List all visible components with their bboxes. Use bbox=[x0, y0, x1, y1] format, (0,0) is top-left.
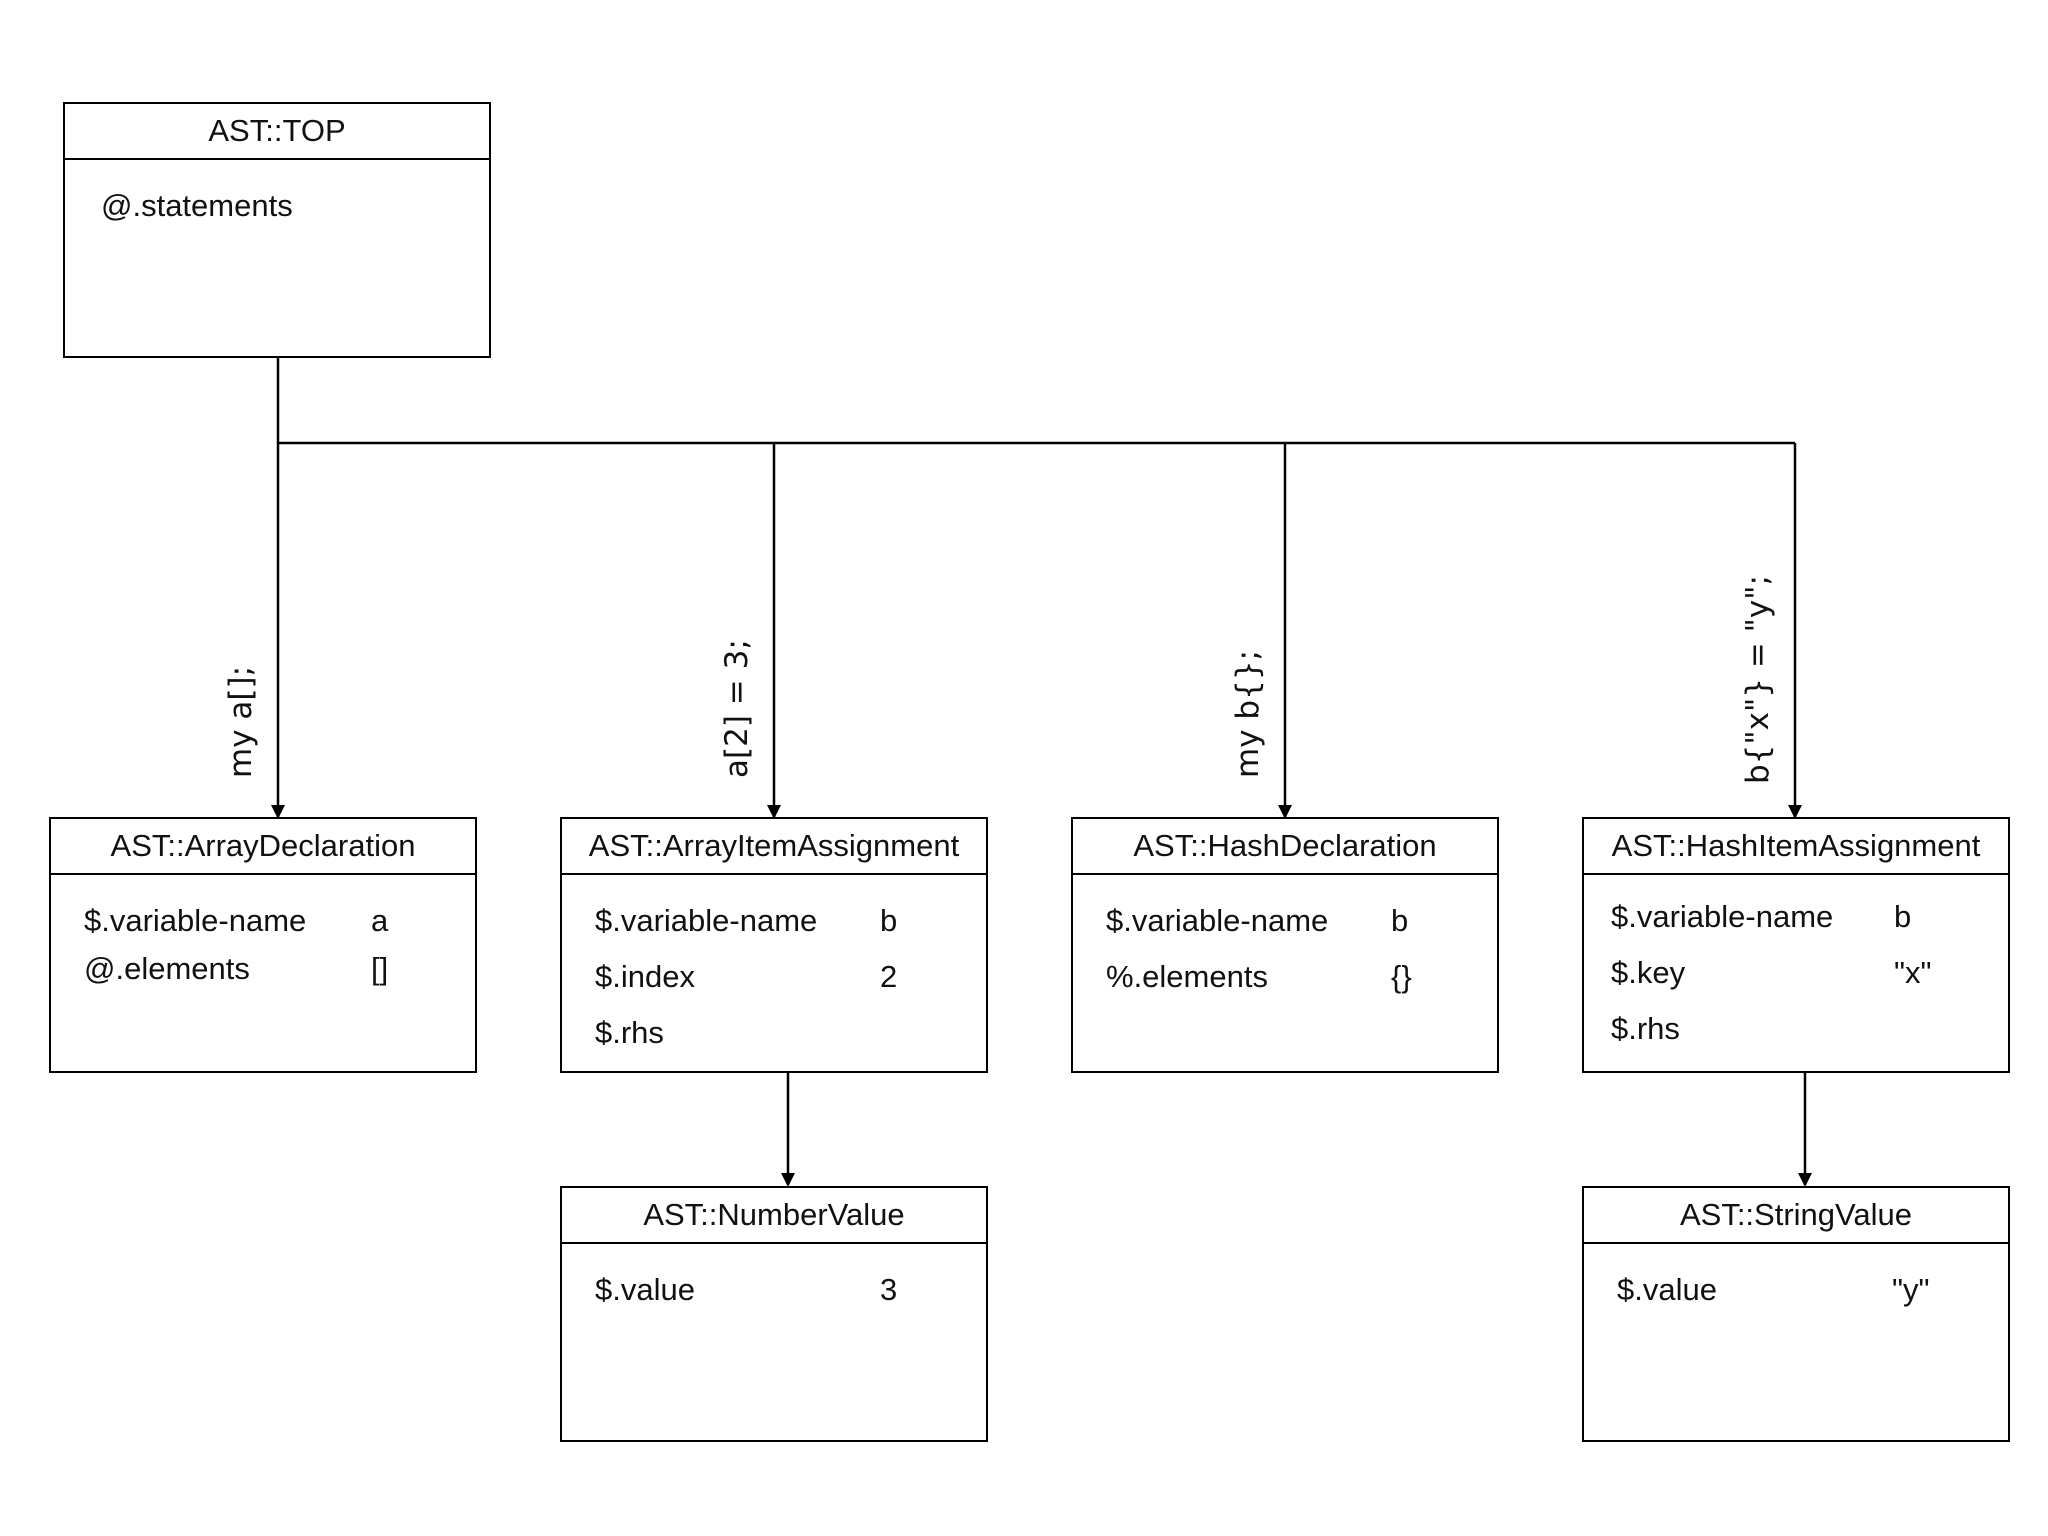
node-title: AST::StringValue bbox=[1584, 1188, 2008, 1244]
node-array-declaration: AST::ArrayDeclaration $.variable-name a … bbox=[49, 817, 477, 1073]
field-name: $.rhs bbox=[595, 1015, 664, 1050]
edge-label-hash-declaration: my b{}; bbox=[1230, 650, 1266, 778]
edge-label-array-declaration: my a[]; bbox=[223, 665, 259, 778]
node-hash-item-assignment: AST::HashItemAssignment $.variable-name … bbox=[1582, 817, 2010, 1073]
field-name: $.variable-name bbox=[84, 903, 307, 938]
node-title: AST::NumberValue bbox=[562, 1188, 986, 1244]
node-title: AST::ArrayDeclaration bbox=[51, 819, 475, 875]
field-name: $.value bbox=[595, 1272, 695, 1307]
field-name: $.variable-name bbox=[1611, 899, 1834, 934]
field-value: {} bbox=[1391, 959, 1412, 994]
field-name: %.elements bbox=[1106, 959, 1268, 994]
field-value: "y" bbox=[1892, 1272, 1930, 1307]
node-number-value: AST::NumberValue $.value 3 bbox=[560, 1186, 988, 1442]
edge-label-hash-item-assignment: b{"x"} = "y"; bbox=[1740, 575, 1776, 784]
field-name: $.value bbox=[1617, 1272, 1717, 1307]
field-name: $.index bbox=[595, 959, 695, 994]
node-string-value: AST::StringValue $.value "y" bbox=[1582, 1186, 2010, 1442]
field-value: 2 bbox=[880, 959, 898, 994]
field-value: [] bbox=[371, 951, 389, 986]
field-name: $.rhs bbox=[1611, 1011, 1680, 1046]
field-value: a bbox=[371, 903, 389, 938]
field-value: b bbox=[1391, 903, 1409, 938]
field-value: "x" bbox=[1894, 955, 1932, 990]
node-title: AST::HashDeclaration bbox=[1073, 819, 1497, 875]
node-hash-declaration: AST::HashDeclaration $.variable-name b %… bbox=[1071, 817, 1499, 1073]
node-title: AST::ArrayItemAssignment bbox=[562, 819, 986, 875]
node-top: AST::TOP @.statements bbox=[63, 102, 491, 358]
field-statements: @.statements bbox=[101, 188, 293, 223]
field-value: b bbox=[880, 903, 898, 938]
field-name: $.variable-name bbox=[1106, 903, 1329, 938]
node-title: AST::TOP bbox=[65, 104, 489, 160]
field-value: b bbox=[1894, 899, 1912, 934]
edge-label-array-item-assignment: a[2] = 3; bbox=[719, 639, 755, 778]
field-value: 3 bbox=[880, 1272, 898, 1307]
node-title: AST::HashItemAssignment bbox=[1584, 819, 2008, 875]
node-array-item-assignment: AST::ArrayItemAssignment $.variable-name… bbox=[560, 817, 988, 1073]
field-name: $.variable-name bbox=[595, 903, 818, 938]
field-name: $.key bbox=[1611, 955, 1686, 990]
field-name: @.elements bbox=[84, 951, 250, 986]
